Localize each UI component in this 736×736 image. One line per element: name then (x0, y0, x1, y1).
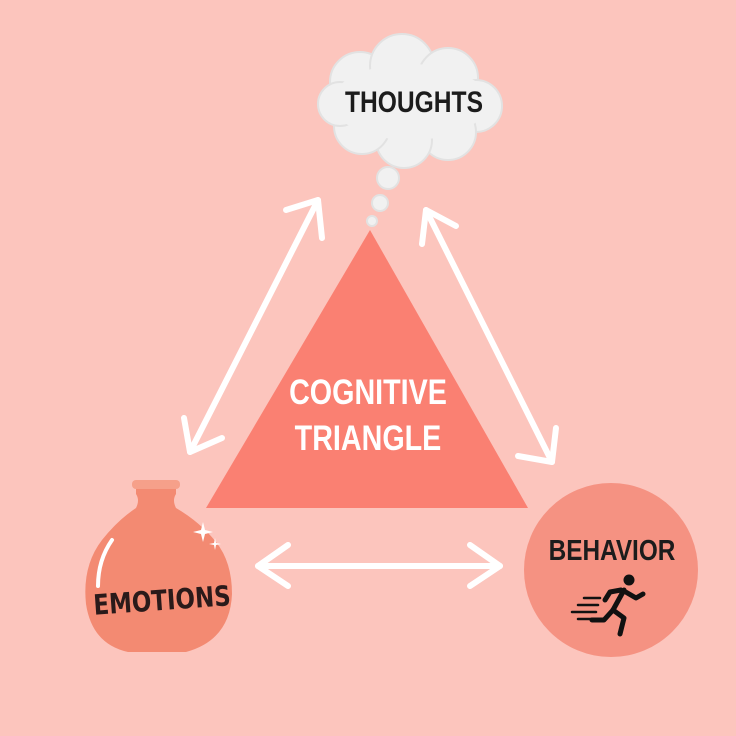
arrow-emotions-thoughts (181, 197, 325, 455)
arrow-emotions-behavior (255, 542, 503, 589)
behavior-circle (524, 483, 698, 657)
vase-icon (85, 480, 232, 652)
cognitive-triangle (206, 230, 528, 508)
arrow-thoughts-behavior (419, 207, 559, 465)
running-person-icon (570, 574, 646, 637)
thought-cloud-icon (317, 33, 503, 227)
center-title-line2: TRIANGLE (295, 418, 442, 457)
behavior-label: BEHAVIOR (549, 534, 676, 566)
thoughts-label: THOUGHTS (345, 85, 483, 119)
center-title-line1: COGNITIVE (289, 372, 447, 411)
